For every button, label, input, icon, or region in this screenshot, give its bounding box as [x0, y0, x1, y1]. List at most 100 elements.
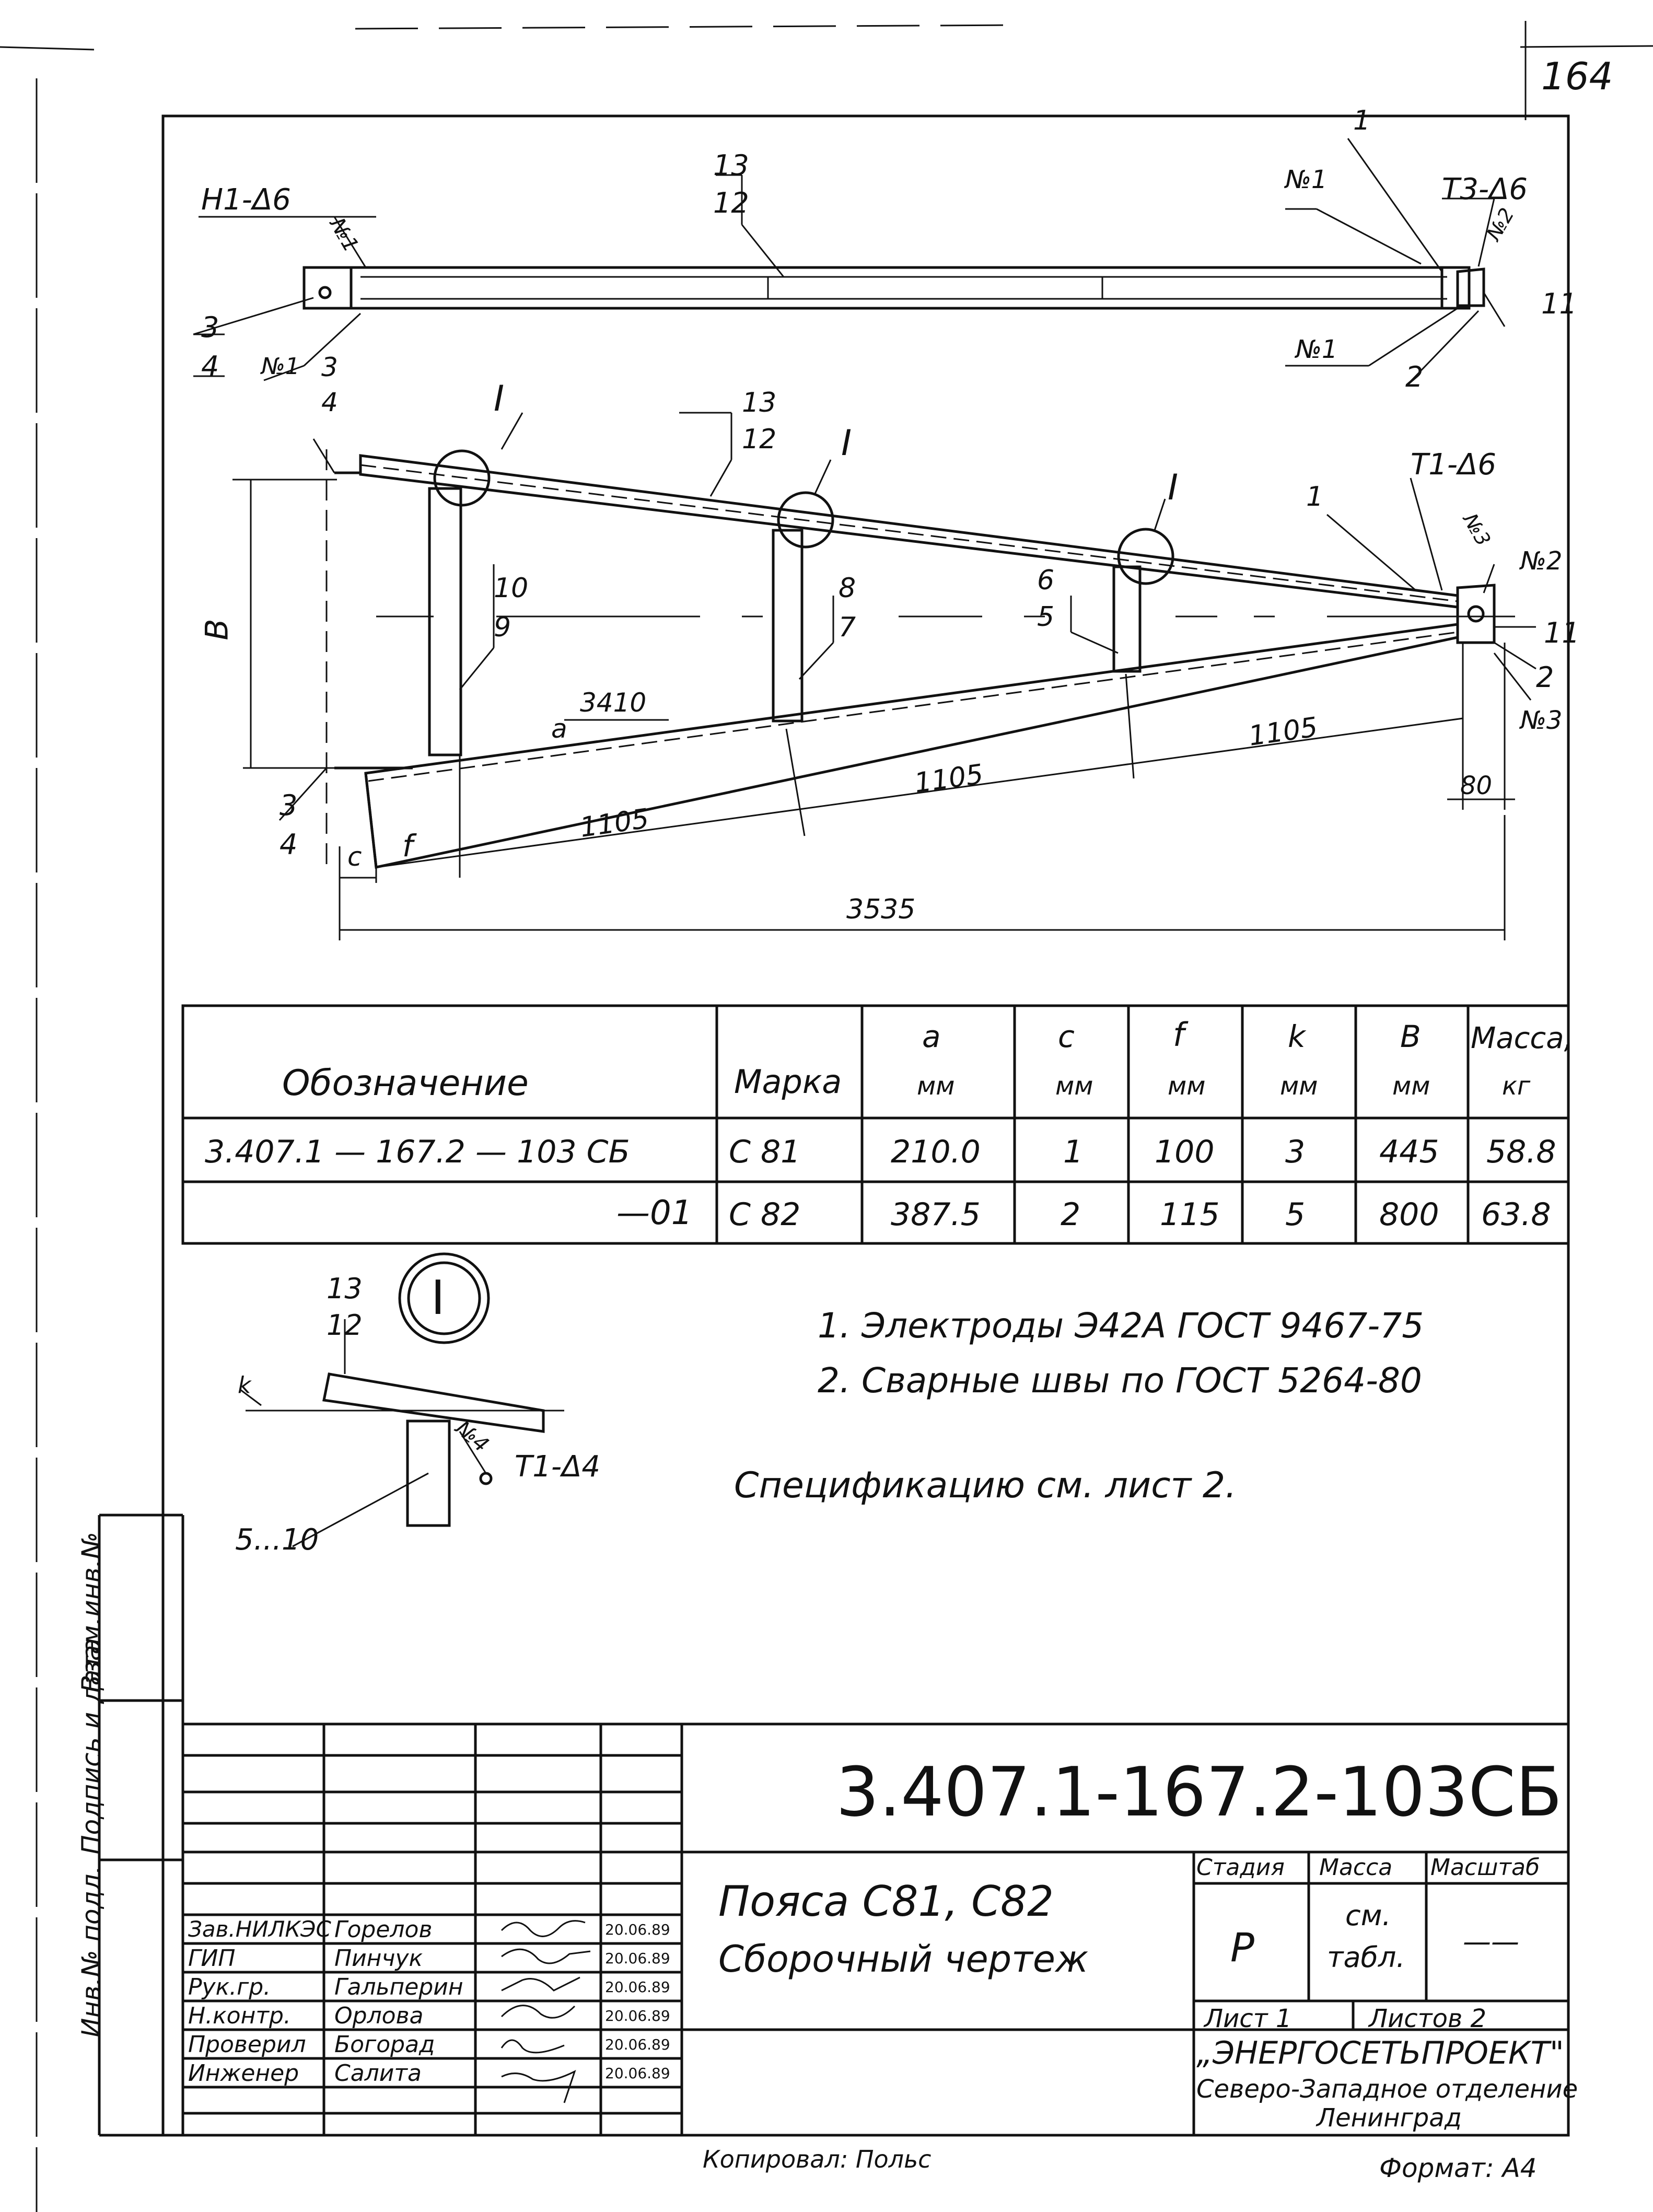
- spec-note: Спецификацию см. лист 2.: [734, 1465, 1237, 1506]
- col-header-mark: Марка: [734, 1063, 842, 1101]
- col-unit-mass: кг: [1502, 1072, 1531, 1101]
- part-label: 10: [494, 573, 529, 604]
- col-header-f: f: [1173, 1016, 1184, 1054]
- drawing-name-1: Пояса С81, С82: [718, 1877, 1054, 1926]
- sig-name: Горелов: [334, 1916, 433, 1943]
- drawing-frame: [161, 114, 1570, 2137]
- sig-date: 20.06.89: [605, 1950, 670, 1967]
- detail-part-top: 13: [327, 1272, 363, 1305]
- sig-role: Н.контр.: [188, 2003, 291, 2029]
- sheet-number: Лист 1: [1204, 2004, 1292, 2033]
- part-label: 12: [742, 424, 777, 455]
- cell-mark: С 82: [729, 1196, 801, 1233]
- part-label: 8: [839, 573, 856, 604]
- cell-mark: С 81: [729, 1134, 801, 1170]
- footer-format: Формат: А4: [1379, 2153, 1537, 2183]
- col-unit-b: мм: [1392, 1072, 1430, 1101]
- mass-label: Масса: [1319, 1854, 1393, 1881]
- cell-designation: —01: [616, 1194, 693, 1232]
- note-1: 1. Электроды Э42А ГОСТ 9467-75: [818, 1306, 1424, 1346]
- dimension-end: 80: [1460, 771, 1493, 800]
- detail-part-bottom: 12: [327, 1309, 363, 1342]
- part-label: 11: [1544, 616, 1580, 649]
- part-label: 13: [742, 387, 777, 418]
- stamp-vzam-inv: Взам.инв.№: [76, 1532, 107, 1693]
- sig-date: 20.06.89: [605, 1978, 670, 1996]
- sig-role: Проверил: [188, 2031, 306, 2058]
- stage-label: Стадия: [1196, 1854, 1285, 1881]
- part-label: 12: [713, 187, 749, 219]
- sig-name: Орлова: [334, 2003, 424, 2029]
- drawing-code: 3.407.1-167.2-103СБ: [836, 1752, 1563, 1832]
- mass-value-2: табл.: [1327, 1941, 1405, 1974]
- cell-f: 115: [1160, 1196, 1220, 1233]
- cell-b: 800: [1379, 1196, 1439, 1233]
- part-label: 2: [1405, 360, 1424, 393]
- part-label: 1: [1353, 105, 1371, 136]
- sig-role: ГИП: [188, 1945, 236, 1972]
- part-label: 2: [1536, 661, 1554, 694]
- sig-date: 20.06.89: [605, 2036, 670, 2053]
- detail-range: 5...10: [235, 1523, 319, 1557]
- cell-b: 445: [1379, 1134, 1439, 1170]
- detail-mark-label: I: [494, 378, 505, 420]
- weld-number-label: №1: [1285, 165, 1328, 194]
- part-label: 11: [1541, 287, 1577, 320]
- col-unit-c: мм: [1055, 1072, 1093, 1101]
- org-dept: Северо-Западное отделение: [1196, 2075, 1578, 2104]
- weld-number-label: №1: [1296, 335, 1338, 364]
- col-unit-k: мм: [1280, 1072, 1318, 1101]
- cell-designation: 3.407.1 — 167.2 — 103 СБ: [205, 1134, 630, 1170]
- sig-name: Гальперин: [334, 1974, 463, 2000]
- sig-role: Зав.НИЛКЭС: [188, 1916, 331, 1942]
- cell-k: 5: [1285, 1196, 1306, 1233]
- note-2: 2. Сварные швы по ГОСТ 5264-80: [818, 1360, 1422, 1401]
- sig-date: 20.06.89: [605, 2065, 670, 2082]
- dimension-f-label: f: [402, 828, 413, 864]
- col-header-mass: Масса,: [1471, 1021, 1574, 1055]
- col-header-designation: Обозначение: [282, 1063, 529, 1104]
- cell-c: 2: [1061, 1196, 1081, 1233]
- post-2: [772, 529, 804, 723]
- part-label: 9: [494, 612, 511, 643]
- dimension-c-label: c: [347, 842, 362, 872]
- part-label: 3: [201, 311, 219, 344]
- sig-name: Богорад: [334, 2031, 435, 2058]
- weld-label-t1: Т1-Δ6: [1411, 448, 1496, 482]
- footer-copied: Копировал: Польс: [703, 2145, 932, 2173]
- sig-date: 20.06.89: [605, 2007, 670, 2024]
- col-header-c: c: [1058, 1019, 1075, 1054]
- dimension-a-label: a: [551, 714, 567, 744]
- weld-number-label: №1: [261, 353, 300, 380]
- weld-label-t3: Т3-Δ6: [1442, 172, 1528, 206]
- dimension-b-label: B: [199, 619, 236, 641]
- part-label: 3: [280, 789, 298, 822]
- cell-c: 1: [1063, 1134, 1084, 1170]
- col-header-k: k: [1288, 1019, 1306, 1054]
- cell-k: 3: [1285, 1134, 1306, 1170]
- cell-f: 100: [1155, 1134, 1215, 1170]
- weld-number-label: №2: [1520, 546, 1563, 576]
- sig-date: 20.06.89: [605, 1921, 670, 1938]
- sig-role: Инженер: [188, 2060, 299, 2087]
- part-label: 1: [1306, 481, 1324, 513]
- page-number: 164: [1541, 54, 1613, 98]
- detail-weld: Т1-Δ4: [515, 1450, 600, 1484]
- detail-mark: I: [431, 1271, 445, 1325]
- stage-value: Р: [1230, 1924, 1254, 1971]
- detail-mark-label: I: [841, 423, 852, 464]
- col-unit-a: мм: [917, 1072, 955, 1101]
- part-label: 4: [201, 350, 219, 383]
- dimension-a-value: 3410: [580, 688, 647, 718]
- scale-value: ——: [1463, 1925, 1519, 1958]
- weld-label-h1: Н1-Δ6: [201, 183, 291, 217]
- dimension-total: 3535: [846, 894, 916, 925]
- col-header-a: a: [922, 1019, 941, 1054]
- org-city: Ленинград: [1317, 2103, 1462, 2133]
- detail-k-label: k: [238, 1372, 251, 1399]
- part-label: 3: [321, 352, 338, 382]
- part-label: 5: [1037, 601, 1055, 633]
- part-label: 6: [1037, 565, 1055, 596]
- part-label: 4: [280, 828, 298, 861]
